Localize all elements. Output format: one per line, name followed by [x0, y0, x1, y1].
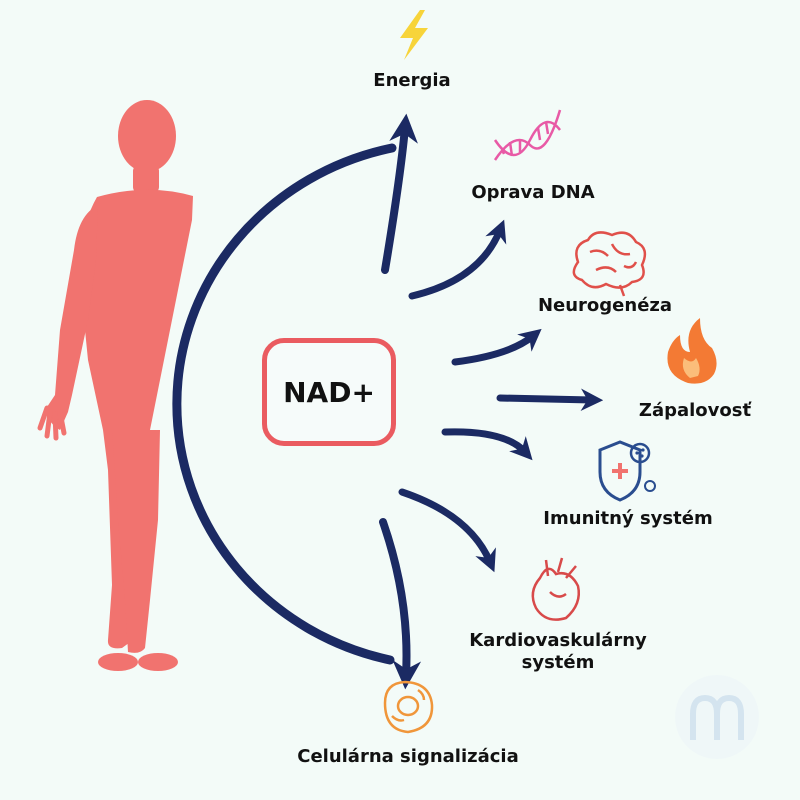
arrow-imun [441, 428, 533, 461]
lightning-icon [400, 10, 428, 60]
watermark-logo [675, 675, 759, 759]
label-neurogeneza: Neurogenéza [537, 295, 673, 316]
label-kardio-line1: Kardiovaskulárny [469, 630, 647, 651]
brain-icon [572, 231, 647, 297]
arrow-neuro [451, 328, 542, 366]
label-kardio-line2: systém [521, 652, 595, 673]
arrow-zapal [496, 388, 604, 411]
nad-center-box: NAD+ [262, 338, 396, 446]
human-silhouette [37, 100, 193, 671]
dna-icon [493, 109, 562, 161]
embrace-arc-line [172, 143, 397, 665]
label-zapalovost: Zápalovosť [638, 400, 752, 421]
arrow-dna [408, 219, 507, 300]
label-celularna-signalizacia: Celulárna signalizácia [297, 746, 519, 767]
arrow-energia [381, 113, 418, 274]
arrow-kardio [398, 488, 496, 573]
nad-label: NAD+ [283, 375, 375, 409]
flame-icon [667, 318, 717, 384]
label-energia: Energia [373, 70, 451, 91]
heart-icon [531, 557, 580, 621]
cell-icon [383, 680, 434, 734]
label-imunitny-system: Imunitný systém [543, 508, 713, 529]
shield-virus-icon [598, 440, 656, 502]
label-oprava-dna: Oprava DNA [471, 182, 595, 203]
arrow-cell [379, 518, 422, 690]
